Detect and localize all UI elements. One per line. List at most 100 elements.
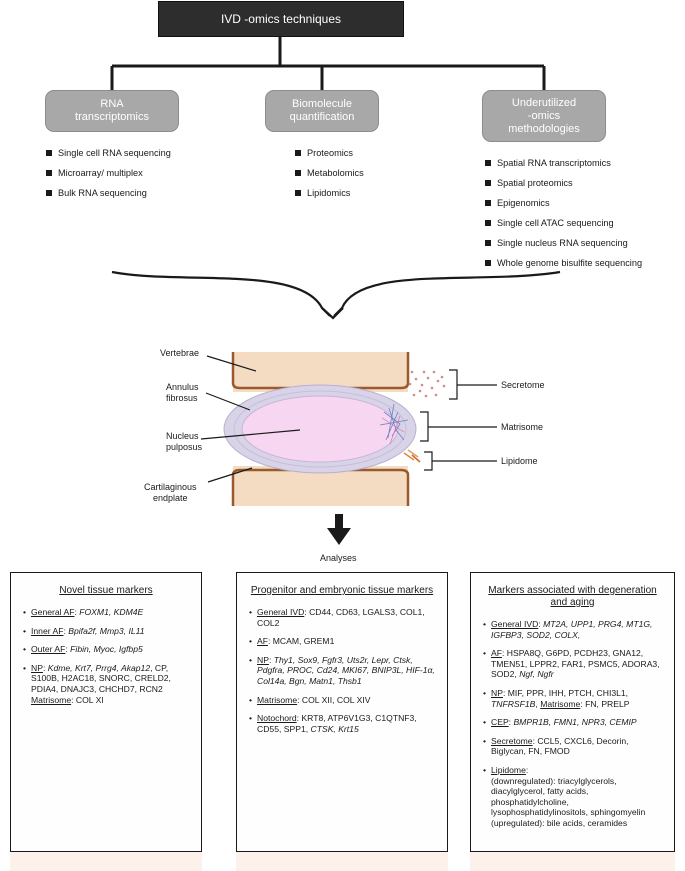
marker-text: : CCL5, CXCL6, Decorin, Biglycan, FN, FM… xyxy=(491,735,629,757)
marker-text: , xyxy=(535,698,541,709)
list-item: Single nucleus RNA sequencing xyxy=(485,238,680,249)
marker-entry: Notochord: KRT8, ATP6V1G3, C1QTNF3, CD55… xyxy=(249,713,437,734)
panel-title-text: Markers associated with degeneration and… xyxy=(488,585,657,608)
label-line: Nucleus xyxy=(166,431,199,441)
marker-text: : xyxy=(42,662,48,673)
category-biomolecule-quantification: Biomolecule quantification xyxy=(265,90,379,132)
marker-entry: Outer AF: Fibin, Myoc, Igfbp5 xyxy=(23,644,191,655)
marker-entry: General IVD: CD44, CD63, LGALS3, COL1, C… xyxy=(249,607,437,628)
label-line: fibrosus xyxy=(166,393,198,403)
panel-progenitor-markers: Progenitor and embryonic tissue markers … xyxy=(236,572,448,852)
marker-text: Matrisome xyxy=(540,698,581,709)
label-lipidome: Lipidome xyxy=(501,456,538,466)
rna-method-list: Single cell RNA sequencing Microarray/ m… xyxy=(46,148,216,208)
label-line: Cartilaginous xyxy=(144,482,197,492)
analyses-arrow xyxy=(327,514,351,545)
marker-text: CTSK, Krt15 xyxy=(310,723,359,734)
marker-text: : HSPA8Q, G6PD, PCDH23, GNA12, TMEN51, L… xyxy=(491,648,660,680)
label-line: Annulus xyxy=(166,382,199,392)
underutilized-method-list: Spatial RNA transcriptomics Spatial prot… xyxy=(485,158,680,278)
secretome-dots xyxy=(408,370,446,398)
list-item: Epigenomics xyxy=(485,198,680,209)
panel-items: General IVD: CD44, CD63, LGALS3, COL1, C… xyxy=(237,607,447,734)
list-item: Spatial proteomics xyxy=(485,178,680,189)
marker-text: Ngf, Ngfr xyxy=(519,669,554,680)
marker-text: (downregulated): triacylglycerols, diacy… xyxy=(491,775,646,828)
label-analyses: Analyses xyxy=(320,553,357,563)
label-matrisome: Matrisome xyxy=(501,422,544,432)
marker-text: : xyxy=(268,654,274,665)
category-label-line: Biomolecule xyxy=(292,98,352,110)
list-item: Spatial RNA transcriptomics xyxy=(485,158,680,169)
marker-entry: NP: Kdme, Krt7, Prrg4, Akap12, CP, S100B… xyxy=(23,663,191,705)
marker-entry-heading: AF xyxy=(491,648,502,659)
marker-entry: AF: HSPA8Q, G6PD, PCDH23, GNA12, TMEN51,… xyxy=(483,648,664,680)
marker-entry-heading: AF xyxy=(257,636,268,647)
marker-text: TNFRSF1B xyxy=(491,698,536,709)
marker-entry: Lipidome:(downregulated): triacylglycero… xyxy=(483,765,664,829)
marker-entry: NP: Thy1, Sox9, Fgfr3, Uts2r, Lepr, Ctsk… xyxy=(249,655,437,687)
panel-items: General IVD: MT2A, UPP1, PRG4, MT1G, IGF… xyxy=(471,619,674,829)
label-nucleus-pulposus: Nucleus pulposus xyxy=(166,431,202,453)
marker-entry-heading: Inner AF xyxy=(31,625,64,636)
marker-text: : FN, PRELP xyxy=(580,698,630,709)
marker-text: : MIF, PPR, IHH, PTCH, CHI3L1, xyxy=(502,687,629,698)
panel-title-text: Progenitor and embryonic tissue markers xyxy=(250,585,434,596)
panel-title: Markers associated with degeneration and… xyxy=(481,585,664,609)
list-item: Proteomics xyxy=(295,148,415,159)
marker-entry-heading: General IVD xyxy=(257,607,305,617)
marker-entry: NP: MIF, PPR, IHH, PTCH, CHI3L1, TNFRSF1… xyxy=(483,688,664,709)
marker-text: : xyxy=(508,717,514,728)
marker-text: : CD44, CD63, LGALS3, COL1, COL2 xyxy=(257,607,425,628)
marker-entry: Inner AF: Bpifa2f, Mmp3, IL11 xyxy=(23,626,191,637)
panel-title: Novel tissue markers xyxy=(21,585,191,597)
category-label-line: quantification xyxy=(289,111,355,123)
marker-entry: CEP: BMPR1B, FMN1, NPR3, CEMIP xyxy=(483,717,664,728)
marker-text: : MCAM, GREM1 xyxy=(267,636,335,647)
marker-text: Bpifa2f, Mmp3, IL11 xyxy=(68,625,145,636)
marker-text: : xyxy=(538,619,544,629)
category-label-line: methodologies xyxy=(508,122,580,135)
marker-text: : xyxy=(63,625,69,636)
disc-illustration xyxy=(223,352,446,506)
panel-title-text: Novel tissue markers xyxy=(59,585,153,596)
marker-entry: Secretome: CCL5, CXCL6, Decorin, Biglyca… xyxy=(483,736,664,757)
main-title: IVD -omics techniques xyxy=(220,12,342,26)
list-item: Lipidomics xyxy=(295,188,415,199)
category-underutilized-omics: Underutilized -omics methodologies xyxy=(482,90,606,142)
matrisome-fibers xyxy=(379,403,409,441)
marker-entry-heading: General AF xyxy=(31,607,75,617)
label-annulus-fibrosus: Annulus fibrosus xyxy=(166,382,199,404)
category-label-line: RNA xyxy=(100,98,124,110)
panel-degeneration-markers: Markers associated with degeneration and… xyxy=(470,572,675,852)
marker-entry-heading: CEP xyxy=(491,717,509,728)
list-item: Microarray/ multiplex xyxy=(46,168,216,179)
marker-entry: General IVD: MT2A, UPP1, PRG4, MT1G, IGF… xyxy=(483,619,664,640)
label-secretome: Secretome xyxy=(501,380,545,390)
list-item: Metabolomics xyxy=(295,168,415,179)
marker-text: : xyxy=(74,607,80,617)
marker-entry-heading: Lipidome xyxy=(491,764,526,775)
marker-text: BMPR1B, FMN1, NPR3, CEMIP xyxy=(513,717,637,728)
panel-shadow xyxy=(10,852,202,871)
funnel-arrow xyxy=(111,270,561,320)
category-label-line: Underutilized xyxy=(511,96,577,109)
marker-text: Thy1, Sox9, Fgfr3, Uts2r, Lepr, Ctsk, Pd… xyxy=(257,654,435,686)
list-item: Single cell ATAC sequencing xyxy=(485,218,680,229)
marker-text: FOXM1, KDM4E xyxy=(79,607,144,617)
marker-text: : KRT8, ATP6V1G3, C1QTNF3, CD55, SPP1, xyxy=(257,713,417,734)
list-item: Single cell RNA sequencing xyxy=(46,148,216,159)
nucleus-pulposus xyxy=(241,395,399,463)
panel-items: General AF: FOXM1, KDM4E Inner AF: Bpifa2… xyxy=(11,607,201,705)
panel-novel-tissue-markers: Novel tissue markers General AF: FOXM1, … xyxy=(10,572,202,852)
marker-entry-heading: Notochord xyxy=(257,713,297,724)
marker-text: : xyxy=(525,764,529,775)
marker-entry-heading: NP xyxy=(257,654,269,665)
category-rna-transcriptomics: RNA transcriptomics xyxy=(45,90,179,132)
marker-entry-heading: NP xyxy=(31,662,43,673)
panel-title: Progenitor and embryonic tissue markers xyxy=(247,585,437,597)
marker-text: , CP, S100B, H2AC18, SNORC, CRELD2, PDIA… xyxy=(31,662,171,694)
marker-text: Kdme, Krt7, Prrg4, Akap12 xyxy=(47,662,151,673)
label-line: endplate xyxy=(152,493,188,503)
